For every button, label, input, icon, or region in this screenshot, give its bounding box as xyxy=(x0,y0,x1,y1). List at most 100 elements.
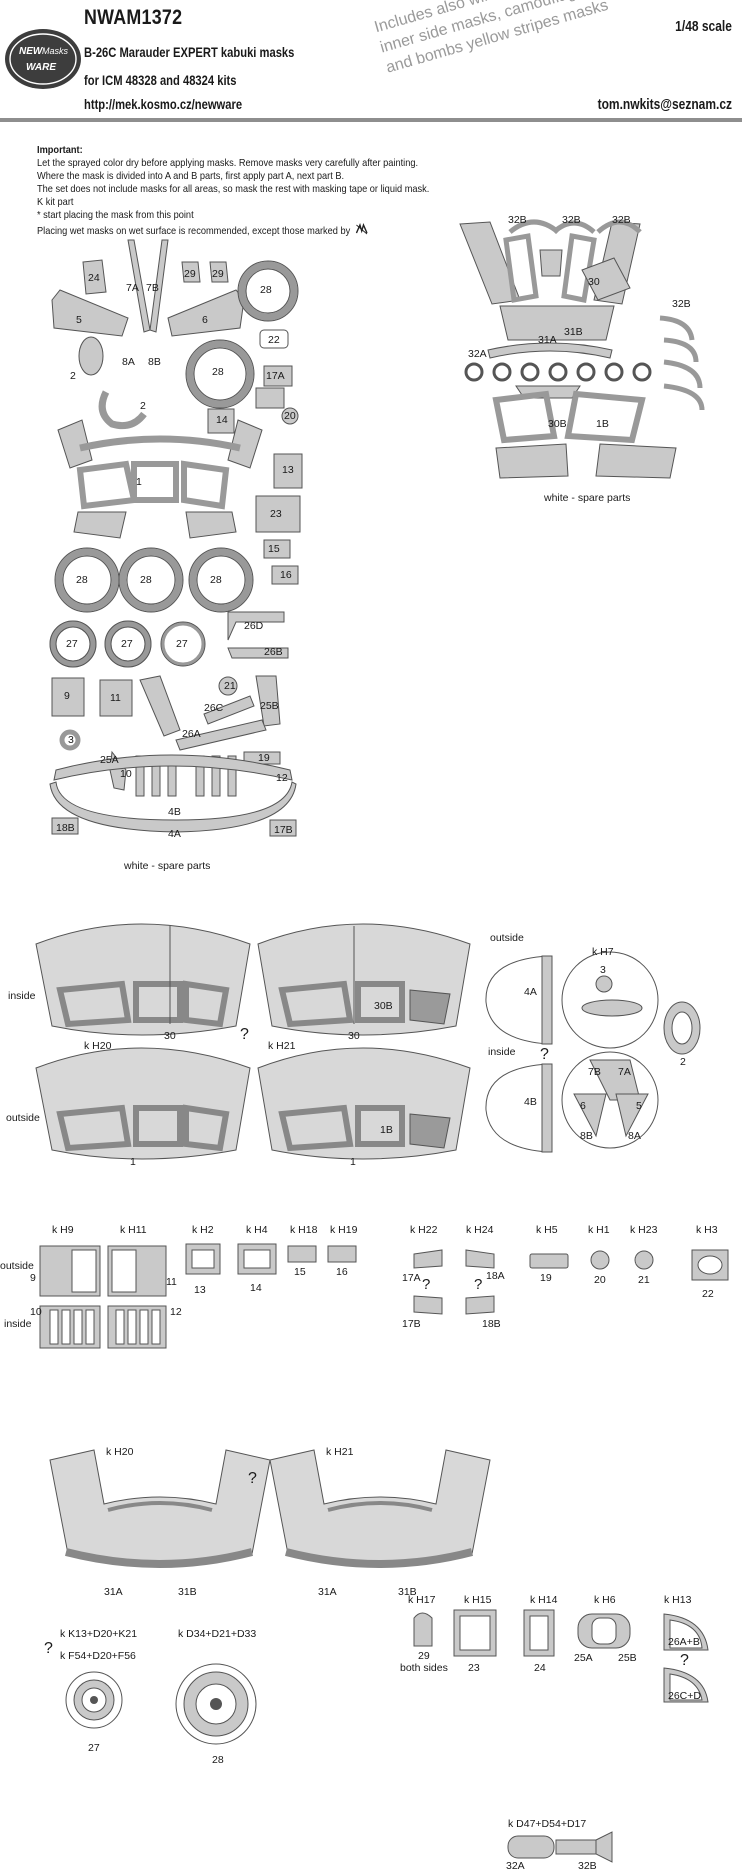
label-w19: 19 xyxy=(540,1272,552,1284)
mask-strip-4 xyxy=(195,755,205,797)
watermark: Includes also windows inner side masks, … xyxy=(372,0,649,79)
label-w22: 22 xyxy=(702,1288,714,1300)
nose-outside xyxy=(485,955,549,1045)
label-27-wheel: 27 xyxy=(88,1742,100,1754)
mask-2-ring-big xyxy=(663,1001,701,1055)
product-code: NWAM1372 xyxy=(84,6,183,29)
label-inside-3: inside xyxy=(4,1318,32,1330)
mask-strip-6 xyxy=(227,755,237,797)
label-26c: 26C xyxy=(204,702,224,714)
label-w18a: 18A xyxy=(486,1270,505,1282)
mask-2-ring xyxy=(98,390,147,430)
label-1-1: 1 xyxy=(130,1156,136,1168)
spare-parts-label-2: white - spare parts xyxy=(544,492,631,504)
label-26ab: 26A+B xyxy=(668,1636,700,1648)
mask-6 xyxy=(167,289,245,337)
head-kh5: k H5 xyxy=(536,1224,558,1236)
label-12: 12 xyxy=(276,772,288,784)
note-line: * start placing the mask from this point xyxy=(37,209,194,221)
mask-s2-bottom-l xyxy=(495,443,569,479)
label-25b: 25B xyxy=(260,700,279,712)
question-mark: ? xyxy=(680,1652,689,1669)
label-w9: 9 xyxy=(30,1272,36,1284)
mask-32b-5 xyxy=(663,337,699,363)
mask-panel-b xyxy=(227,419,263,469)
label-outside-3: outside xyxy=(0,1260,34,1272)
label-27b: 27 xyxy=(121,638,133,650)
label-19: 19 xyxy=(258,752,270,764)
label-1: 1 xyxy=(136,476,142,488)
label-w17a: 17A xyxy=(402,1272,421,1284)
label-17a: 17A xyxy=(266,370,285,382)
head-kh17: k H17 xyxy=(408,1594,436,1606)
label-21: 21 xyxy=(224,680,236,692)
mask-4b xyxy=(541,1063,553,1153)
email-link[interactable]: tom.nwkits@seznam.cz xyxy=(597,96,732,113)
website-link[interactable]: http://mek.kosmo.cz/newware xyxy=(84,96,243,112)
label-24-s: 24 xyxy=(534,1662,546,1674)
label-9: 9 xyxy=(64,690,70,702)
label-26a: 26A xyxy=(182,728,201,740)
logo: NEW Masks WARE xyxy=(4,28,82,90)
canopy-tr xyxy=(257,923,471,1036)
mask-4b-arc xyxy=(53,754,293,781)
label-28e: 28 xyxy=(210,574,222,586)
label-4a: 4A xyxy=(168,828,181,840)
mask-s2-frame-l xyxy=(503,233,539,303)
label-7b: 7B xyxy=(146,282,159,294)
label-28-wheel: 28 xyxy=(212,1754,224,1766)
label-27a: 27 xyxy=(66,638,78,650)
label-23-s: 23 xyxy=(468,1662,480,1674)
label-7a-n: 7A xyxy=(618,1066,631,1078)
mask-1-frame-r xyxy=(181,460,230,510)
label-28b: 28 xyxy=(212,366,224,378)
kit-info: for ICM 48328 and 48324 kits xyxy=(84,72,237,88)
mask-strip-1 xyxy=(135,755,145,797)
mask-32b-4 xyxy=(659,315,695,341)
label-w15: 15 xyxy=(294,1266,306,1278)
label-w21: 21 xyxy=(638,1274,650,1286)
label-32a-b: 32A xyxy=(506,1860,525,1872)
label-32b-1: 32B xyxy=(508,214,527,226)
label-22: 22 xyxy=(268,334,280,346)
label-1-2: 1 xyxy=(350,1156,356,1168)
head-kh18: k H18 xyxy=(290,1224,318,1236)
head-kh13: k H13 xyxy=(664,1594,692,1606)
mask-32b-7 xyxy=(663,383,705,411)
wet-icon xyxy=(355,223,368,235)
label-4a-n: 4A xyxy=(524,986,537,998)
head-kh2: k H2 xyxy=(192,1224,214,1236)
label-16: 16 xyxy=(280,569,292,581)
label-outside-1: outside xyxy=(6,1112,40,1124)
label-6-n: 6 xyxy=(580,1100,586,1112)
mask-18a xyxy=(255,387,285,409)
label-28c: 28 xyxy=(76,574,88,586)
label-5: 5 xyxy=(76,314,82,326)
label-25a-s: 25A xyxy=(574,1652,593,1664)
note-line: Where the mask is divided into A and B p… xyxy=(37,170,345,182)
mask-strip-3 xyxy=(167,755,177,797)
label-2-n: 2 xyxy=(680,1056,686,1068)
label-w11: 11 xyxy=(166,1276,177,1288)
label-kh7: k H7 xyxy=(592,946,614,958)
label-25a: 25A xyxy=(100,754,119,766)
mask-32a-row xyxy=(464,362,652,382)
label-13: 13 xyxy=(282,464,294,476)
mask-s2-center xyxy=(539,249,563,277)
mask-arc xyxy=(79,435,241,452)
label-31b-t2: 31B xyxy=(398,1586,417,1598)
head-kh3: k H3 xyxy=(696,1224,718,1236)
label-1b: 1B xyxy=(596,418,609,430)
label-w20: 20 xyxy=(594,1274,606,1286)
label-inside-1: inside xyxy=(8,990,36,1002)
label-18b: 18B xyxy=(56,822,75,834)
question-mark: ? xyxy=(422,1276,431,1293)
head-kh1: k H1 xyxy=(588,1224,610,1236)
mask-panel-c xyxy=(73,511,127,539)
head-kh23: k H23 xyxy=(630,1224,658,1236)
label-kh20-1: k H20 xyxy=(84,1040,112,1052)
head-kh11: k H11 xyxy=(120,1224,147,1236)
label-29a: 29 xyxy=(184,268,196,280)
label-6: 6 xyxy=(202,314,208,326)
head-kh24: k H24 xyxy=(466,1224,494,1236)
